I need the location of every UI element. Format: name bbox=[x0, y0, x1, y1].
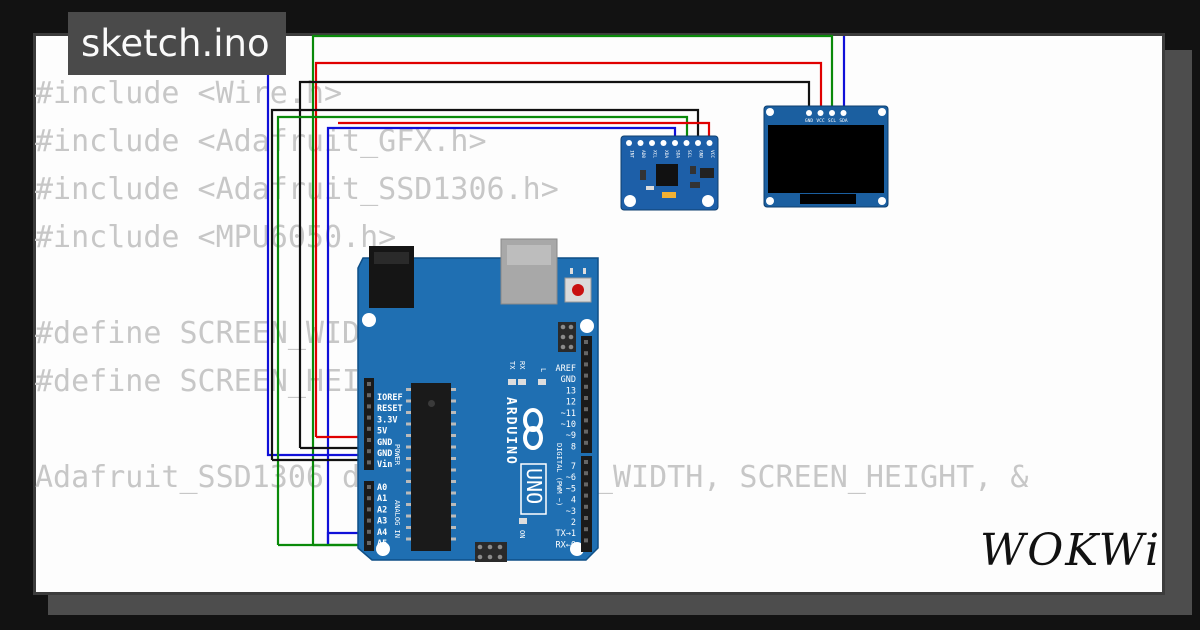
digital-label: DIGITAL (PWM ~) bbox=[555, 443, 563, 506]
arduino-uno-board[interactable]: IOREFRESET3.3V5VGNDGNDVinPOWERA0A1A2A3A4… bbox=[357, 238, 599, 562]
wire[interactable] bbox=[338, 121, 711, 140]
wire[interactable] bbox=[314, 61, 823, 437]
led-label: ON bbox=[518, 530, 526, 538]
digital-pin-label: 8 bbox=[571, 442, 576, 452]
digital-pin-label: 2 bbox=[571, 518, 576, 528]
code-line: #include <Adafruit_GFX.h> bbox=[35, 124, 487, 159]
digital-pin-label: AREF bbox=[556, 364, 576, 374]
digital-pin-label: 13 bbox=[566, 386, 576, 396]
analog-pin-label: A3 bbox=[377, 517, 387, 527]
digital-pin-label: ~9 bbox=[566, 431, 576, 441]
mpu-pin-label: SCL bbox=[686, 150, 692, 158]
code-line: #include <Adafruit_SSD1306.h> bbox=[35, 172, 559, 207]
mpu-pin[interactable] bbox=[660, 140, 667, 146]
wokwi-logo: WOKWi bbox=[980, 525, 1162, 576]
mpu-pin[interactable] bbox=[626, 140, 632, 146]
oled-pin-label: GND bbox=[805, 118, 813, 124]
oled-pin-label: SCL bbox=[828, 118, 836, 124]
digital-pin-label: ~10 bbox=[561, 420, 576, 430]
mpu-pin-label: AD0 bbox=[640, 150, 646, 158]
wires bbox=[266, 34, 846, 547]
wire[interactable] bbox=[266, 38, 372, 457]
mpu-pin[interactable] bbox=[637, 140, 644, 146]
power-pin-label: IOREF bbox=[377, 393, 403, 403]
oled-pin-label: VCC bbox=[816, 118, 824, 124]
analog-label: ANALOG IN bbox=[393, 500, 401, 538]
analog-pin-label: A0 bbox=[377, 483, 387, 493]
wire[interactable] bbox=[311, 34, 834, 545]
analog-pin-label: A2 bbox=[377, 505, 387, 515]
wire[interactable] bbox=[276, 115, 689, 545]
uno-wordmark: UNO bbox=[522, 468, 546, 504]
digital-pin-label: TX→1 bbox=[556, 529, 576, 539]
digital-pin-label: 4 bbox=[571, 496, 576, 506]
wire[interactable] bbox=[298, 80, 811, 448]
oled-pin[interactable] bbox=[829, 110, 835, 116]
analog-pin-label: A5 bbox=[377, 539, 387, 549]
wire[interactable] bbox=[326, 126, 677, 545]
mpu-pin-label: XDA bbox=[663, 150, 669, 158]
analog-pin-label: A4 bbox=[377, 528, 387, 538]
mpu-pin[interactable] bbox=[706, 140, 713, 146]
oled-pin[interactable] bbox=[817, 110, 824, 116]
mpu-pin[interactable] bbox=[695, 140, 701, 146]
digital-pin-label: ~11 bbox=[561, 409, 576, 419]
mpu-pin-label: INT bbox=[629, 150, 635, 158]
oled-pin[interactable] bbox=[840, 110, 847, 116]
led-label: RX bbox=[518, 361, 526, 370]
power-pin-label: Vin bbox=[377, 459, 392, 470]
power-pin-label: 3.3V bbox=[377, 415, 397, 425]
arduino-wordmark: ARDUINO bbox=[503, 397, 518, 466]
digital-pin-label: ~3 bbox=[566, 507, 576, 517]
analog-pin-label: A1 bbox=[377, 494, 387, 504]
mpu-pin-label: VCC bbox=[709, 150, 715, 158]
digital-pin-label: 7 bbox=[571, 462, 576, 472]
mpu-pin[interactable] bbox=[672, 140, 678, 146]
power-label: POWER bbox=[393, 444, 401, 466]
led-label: TX bbox=[508, 361, 516, 370]
mpu-pin[interactable] bbox=[649, 140, 655, 146]
digital-pin-label: GND bbox=[561, 375, 576, 385]
oled-pin[interactable] bbox=[806, 110, 812, 116]
digital-pin-label: RX←0 bbox=[556, 540, 576, 550]
mpu-pin-label: SDA bbox=[675, 150, 681, 158]
digital-pin-label: 12 bbox=[566, 398, 576, 408]
diagram-canvas[interactable] bbox=[33, 33, 1165, 595]
wire[interactable] bbox=[270, 108, 700, 460]
file-tab[interactable]: sketch.ino bbox=[68, 12, 286, 75]
mpu-pin[interactable] bbox=[683, 140, 690, 146]
power-pin-label: 5V bbox=[377, 427, 387, 437]
digital-pin-label: ~5 bbox=[566, 484, 576, 494]
oled-pin-label: SDA bbox=[839, 118, 847, 124]
power-pin-label: RESET bbox=[377, 404, 403, 414]
led-label: L bbox=[539, 368, 547, 372]
mpu-pin-label: XCL bbox=[652, 150, 658, 158]
code-line: #include <MPU6050.h> bbox=[35, 220, 397, 255]
mpu6050-module[interactable]: INT AD0 XCL XDA SDA SCL GND VCC bbox=[620, 135, 719, 211]
power-pin-label: GND bbox=[377, 438, 392, 448]
arduino-infinity-icon bbox=[523, 408, 543, 450]
power-pin-label: GND bbox=[377, 449, 392, 459]
digital-pin-label: ~6 bbox=[566, 473, 576, 483]
mpu-pin-label: GND bbox=[698, 150, 704, 158]
